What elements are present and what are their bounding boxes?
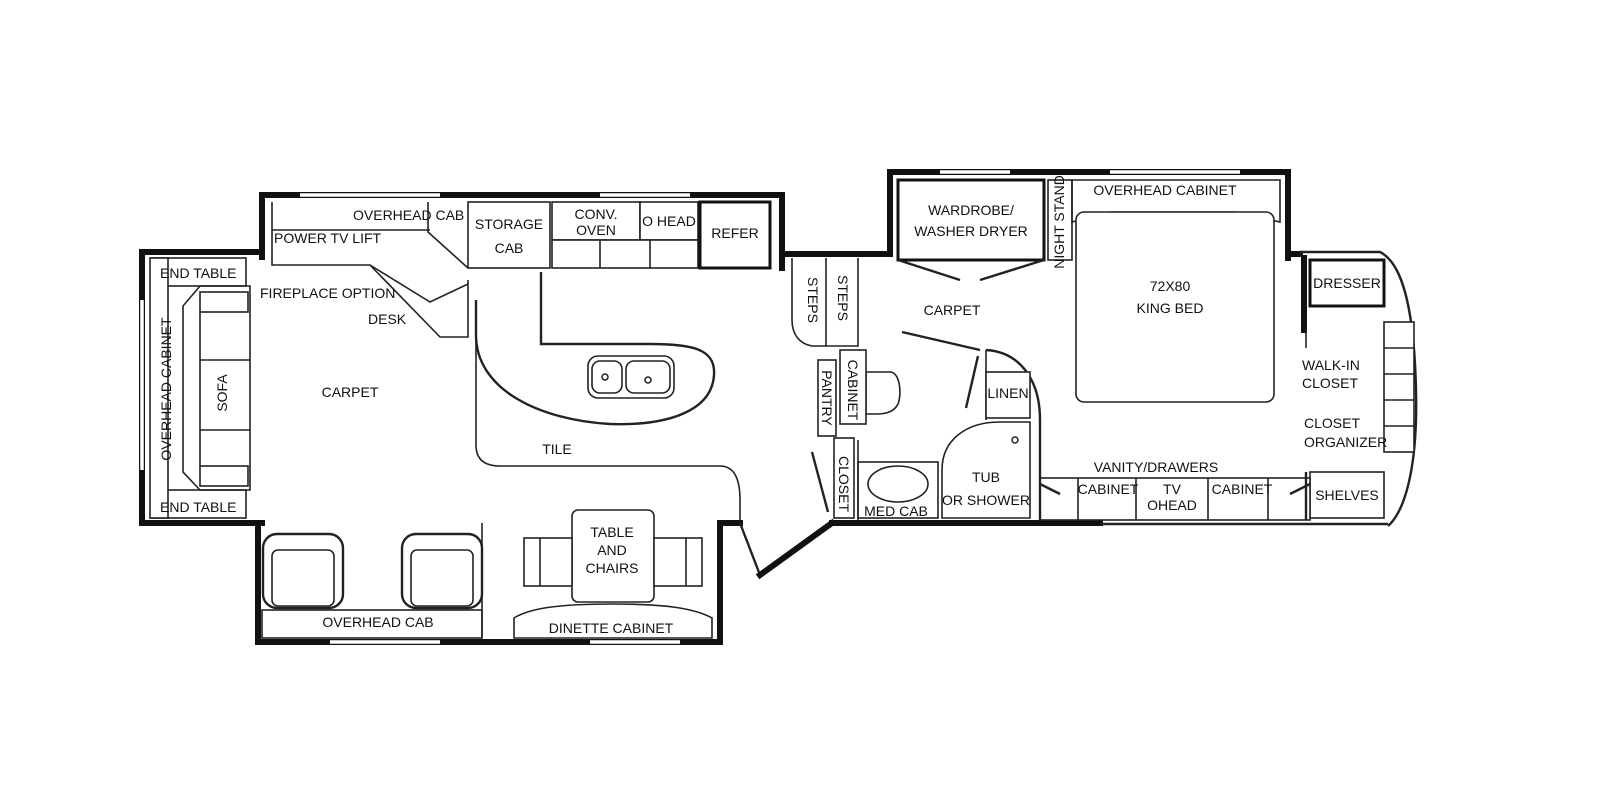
label-conv-oven-2: OVEN xyxy=(576,222,616,238)
overhead-cabinet-left-box xyxy=(149,257,169,519)
label-storage-cab-2: CAB xyxy=(495,240,524,256)
entry-door xyxy=(755,518,837,580)
steps-area xyxy=(791,258,859,347)
label-king-bed-1: 72X80 xyxy=(1150,278,1191,294)
label-walk-in-closet-2: CLOSET xyxy=(1302,375,1358,391)
label-power-tv-lift: POWER TV LIFT xyxy=(274,230,382,246)
living-kitchen-section xyxy=(139,192,785,645)
med-cab-box xyxy=(857,461,939,519)
dinette-cabinet-box xyxy=(513,603,713,639)
pantry-box xyxy=(817,359,837,437)
shelves-box xyxy=(1309,471,1385,519)
label-dinette-cabinet: DINETTE CABINET xyxy=(549,620,674,636)
label-table-and-chairs-1: TABLE xyxy=(590,524,633,540)
label-cabinet-vertical: CABINET xyxy=(845,360,861,421)
label-dresser: DRESSER xyxy=(1313,275,1381,291)
label-refer: REFER xyxy=(711,225,758,241)
label-end-table-bottom: END TABLE xyxy=(160,499,237,515)
label-med-cab: MED CAB xyxy=(864,503,928,519)
tub-or-shower xyxy=(941,421,1031,519)
label-vanity-drawers: VANITY/DRAWERS xyxy=(1094,459,1218,475)
cabinet-vertical-box xyxy=(839,349,867,425)
label-overhead-cabinet-left: OVERHEAD CABINET xyxy=(158,317,174,461)
label-cabinet-left: CABINET xyxy=(1078,481,1139,497)
label-overhead-cab-top: OVERHEAD CAB xyxy=(353,207,464,223)
dinette-bench-right xyxy=(653,537,703,587)
wardrobe-box xyxy=(896,178,1046,262)
label-walk-in-closet-1: WALK-IN xyxy=(1302,357,1360,373)
linen-box xyxy=(985,371,1031,419)
label-wardrobe-1: WARDROBE/ xyxy=(928,202,1014,218)
label-end-table-top: END TABLE xyxy=(160,265,237,281)
conv-oven-box xyxy=(551,201,641,241)
label-pantry: PANTRY xyxy=(819,370,835,426)
labels: OVERHEAD CAB POWER TV LIFT STORAGE CAB C… xyxy=(158,175,1387,636)
closet-vertical-box xyxy=(833,437,855,519)
label-night-stand: NIGHT STAND xyxy=(1051,175,1067,269)
bedroom-top-wall xyxy=(887,169,1291,261)
dinette-bench-left xyxy=(523,537,573,587)
label-tv-ohead-1: TV xyxy=(1163,481,1182,497)
dresser-box xyxy=(1308,258,1386,308)
label-storage-cab-1: STORAGE xyxy=(475,216,543,232)
sink xyxy=(587,355,675,399)
rear-cap xyxy=(1300,250,1418,527)
desk-shape xyxy=(369,264,469,338)
label-overhead-cabinet-top: OVERHEAD CABINET xyxy=(1093,182,1237,198)
closet-rack xyxy=(1383,321,1415,453)
label-table-and-chairs-3: CHAIRS xyxy=(586,560,639,576)
label-closet-vertical: CLOSET xyxy=(836,456,852,512)
label-wardrobe-2: WASHER DRYER xyxy=(914,223,1028,239)
sofa-shape xyxy=(182,285,251,491)
king-bed xyxy=(1075,211,1275,403)
label-carpet-living: CARPET xyxy=(322,384,379,400)
storage-cab-box xyxy=(467,201,551,269)
kitchen-island xyxy=(474,272,716,426)
entry-area xyxy=(717,251,893,580)
label-sofa: SOFA xyxy=(214,374,230,412)
label-closet-organizer-2: ORGANIZER xyxy=(1304,434,1387,450)
label-steps-1: STEPS xyxy=(805,277,821,323)
label-cabinet-right: CABINET xyxy=(1212,481,1273,497)
refer-box xyxy=(698,200,772,270)
vanity-row xyxy=(1039,477,1311,521)
label-o-head: O HEAD xyxy=(642,213,696,229)
top-slideout-wall xyxy=(259,192,785,271)
label-steps-2: STEPS xyxy=(835,275,851,321)
label-tub-or-shower-1: TUB xyxy=(972,469,1000,485)
label-fireplace-option: FIREPLACE OPTION xyxy=(260,285,395,301)
label-tub-or-shower-2: OR SHOWER xyxy=(942,492,1030,508)
label-table-and-chairs-2: AND xyxy=(597,542,627,558)
label-closet-organizer-1: CLOSET xyxy=(1304,415,1360,431)
overhead-cab-bottom-box xyxy=(261,609,483,639)
label-overhead-cab-bottom: OVERHEAD CAB xyxy=(322,614,433,630)
label-carpet-bedroom: CARPET xyxy=(924,302,981,318)
chair-left xyxy=(261,532,345,610)
chair-right xyxy=(400,532,484,610)
bedroom-section xyxy=(829,169,1418,527)
label-shelves: SHELVES xyxy=(1315,487,1379,503)
bottom-slideout-wall xyxy=(255,520,723,645)
label-linen: LINEN xyxy=(987,385,1028,401)
label-desk: DESK xyxy=(368,311,407,327)
label-tile: TILE xyxy=(542,441,572,457)
counter-box xyxy=(551,239,699,269)
toilet xyxy=(865,371,901,415)
label-conv-oven-1: CONV. xyxy=(574,206,617,222)
tile-boundary xyxy=(475,340,741,523)
label-tv-ohead-2: OHEAD xyxy=(1147,497,1197,513)
label-king-bed-2: KING BED xyxy=(1137,300,1204,316)
